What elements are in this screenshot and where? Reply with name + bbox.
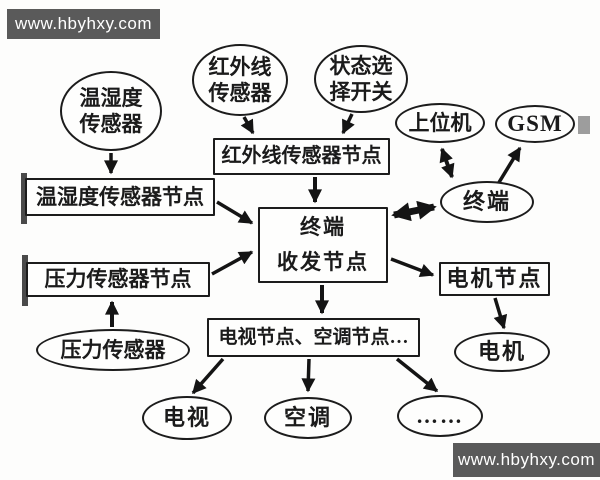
watermark-text: www.hbyhxy.com <box>457 450 596 469</box>
node-host-computer: 上位机 <box>395 103 485 143</box>
node-label: 温湿度 传感器 <box>79 85 143 136</box>
scan-shadow-bar <box>21 173 27 224</box>
node-label: 终端 收发节点 <box>277 215 369 274</box>
node-label: 电机节点 <box>446 266 543 292</box>
edge-main-to-terminal <box>391 200 437 222</box>
node-label: 电视 <box>162 405 211 431</box>
edge-terminal-to-gsm <box>496 146 522 185</box>
scan-artifact-tick <box>578 116 590 134</box>
node-label: 上位机 <box>408 110 472 135</box>
node-motor: 电机 <box>454 332 550 372</box>
node-gsm: GSM <box>495 105 575 143</box>
node-pressure-sensor-node: 压力传感器节点 <box>26 262 210 297</box>
node-label: 压力传感器节点 <box>44 267 192 292</box>
edge-dskt-to-tv <box>191 357 225 395</box>
node-air-conditioner: 空调 <box>264 397 352 439</box>
watermark-text: www.hbyhxy.com <box>14 14 153 33</box>
node-temp-humidity-sensor: 温湿度 传感器 <box>60 71 162 151</box>
node-label: 电视节点、空调节点… <box>218 326 409 348</box>
node-label: 红外线 传感器 <box>208 54 272 105</box>
node-label: GSM <box>507 110 563 136</box>
edge-ylnode-to-main <box>211 250 254 276</box>
edge-djnode-to-dj <box>493 297 508 330</box>
edge-wsdnode-to-main <box>216 200 254 225</box>
node-others: …… <box>397 395 483 437</box>
node-label: 终端 <box>462 189 511 215</box>
node-label: 状态选 择开关 <box>329 53 393 104</box>
node-label: …… <box>416 403 464 429</box>
node-pressure-sensor: 压力传感器 <box>36 329 190 371</box>
node-label: 红外线传感器节点 <box>221 145 382 167</box>
node-terminal-transceiver-node: 终端 收发节点 <box>258 207 388 283</box>
node-label: 温湿度传感器节点 <box>36 184 204 209</box>
watermark-top-left: www.hbyhxy.com <box>7 9 160 39</box>
edge-terminal-to-host <box>439 147 455 179</box>
node-temp-humidity-sensor-node: 温湿度传感器节点 <box>25 178 215 216</box>
watermark-bottom-right: www.hbyhxy.com <box>453 443 600 477</box>
edge-dskt-to-ac <box>301 358 316 393</box>
node-terminal: 终端 <box>440 181 534 223</box>
node-motor-node: 电机节点 <box>439 262 550 296</box>
node-label: 电机 <box>477 339 526 365</box>
scan-shadow-bar <box>22 255 28 306</box>
edge-dskt-to-others <box>395 357 439 393</box>
edge-hwx-to-hwxnode <box>240 116 255 135</box>
node-infrared-sensor-node: 红外线传感器节点 <box>213 138 390 175</box>
node-infrared-sensor: 红外线 传感器 <box>192 44 288 116</box>
node-label: 压力传感器 <box>60 337 166 362</box>
node-tv: 电视 <box>142 396 232 440</box>
node-tv-ac-node: 电视节点、空调节点… <box>207 318 420 357</box>
node-label: 空调 <box>283 405 332 431</box>
edge-ztk-to-hwxnode <box>341 113 355 135</box>
node-state-select-switch: 状态选 择开关 <box>314 45 408 113</box>
edge-main-to-djnode <box>390 257 435 278</box>
